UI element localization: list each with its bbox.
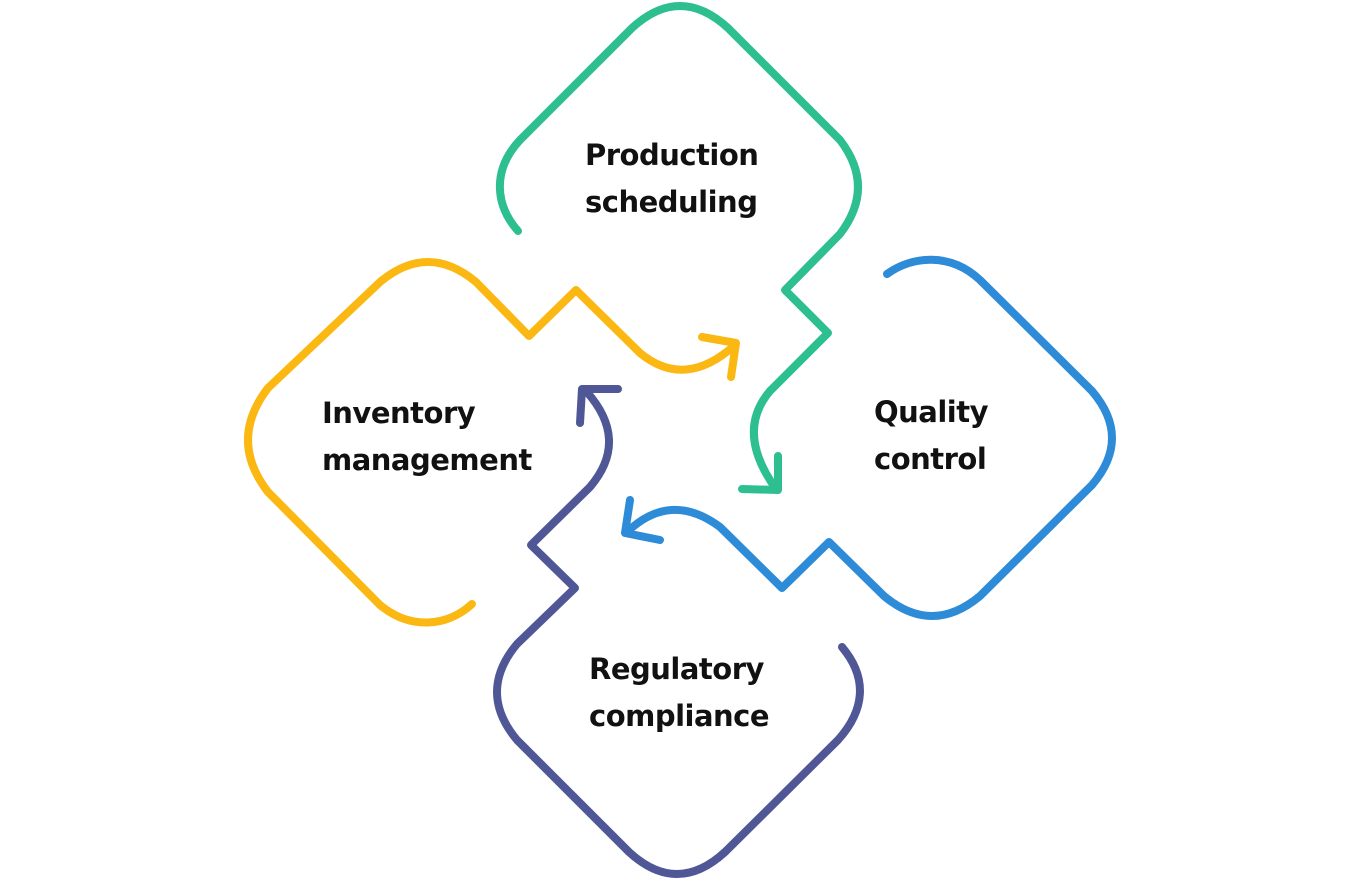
quality-control-loop [622, 255, 1116, 620]
stage-label-line: management [322, 443, 532, 477]
arrow-head-production-to-quality [738, 452, 782, 494]
arrow-head-inventory-to-production [698, 333, 740, 381]
stage-label-line: control [874, 442, 987, 476]
stage-label-line: Regulatory [589, 652, 764, 686]
stage-label-inventory-management: Inventory management [322, 390, 532, 484]
stage-label-line: Quality [874, 395, 989, 429]
inventory-management-loop [244, 258, 739, 627]
production-scheduling-loop [496, 2, 862, 493]
stage-label-line: Production [585, 138, 759, 172]
stage-label-regulatory-compliance: Regulatory compliance [589, 646, 770, 740]
regulatory-compliance-loop [493, 387, 864, 878]
stage-label-line: scheduling [585, 185, 758, 219]
stage-label-line: Inventory [322, 396, 476, 430]
stage-label-quality-control: Quality control [874, 389, 989, 483]
arrow-head-quality-to-inventory [621, 496, 664, 544]
arrow-head-regulatory-to-inventory [576, 385, 622, 427]
stage-label-production-scheduling: Production scheduling [585, 132, 759, 226]
stage-label-line: compliance [589, 699, 770, 733]
